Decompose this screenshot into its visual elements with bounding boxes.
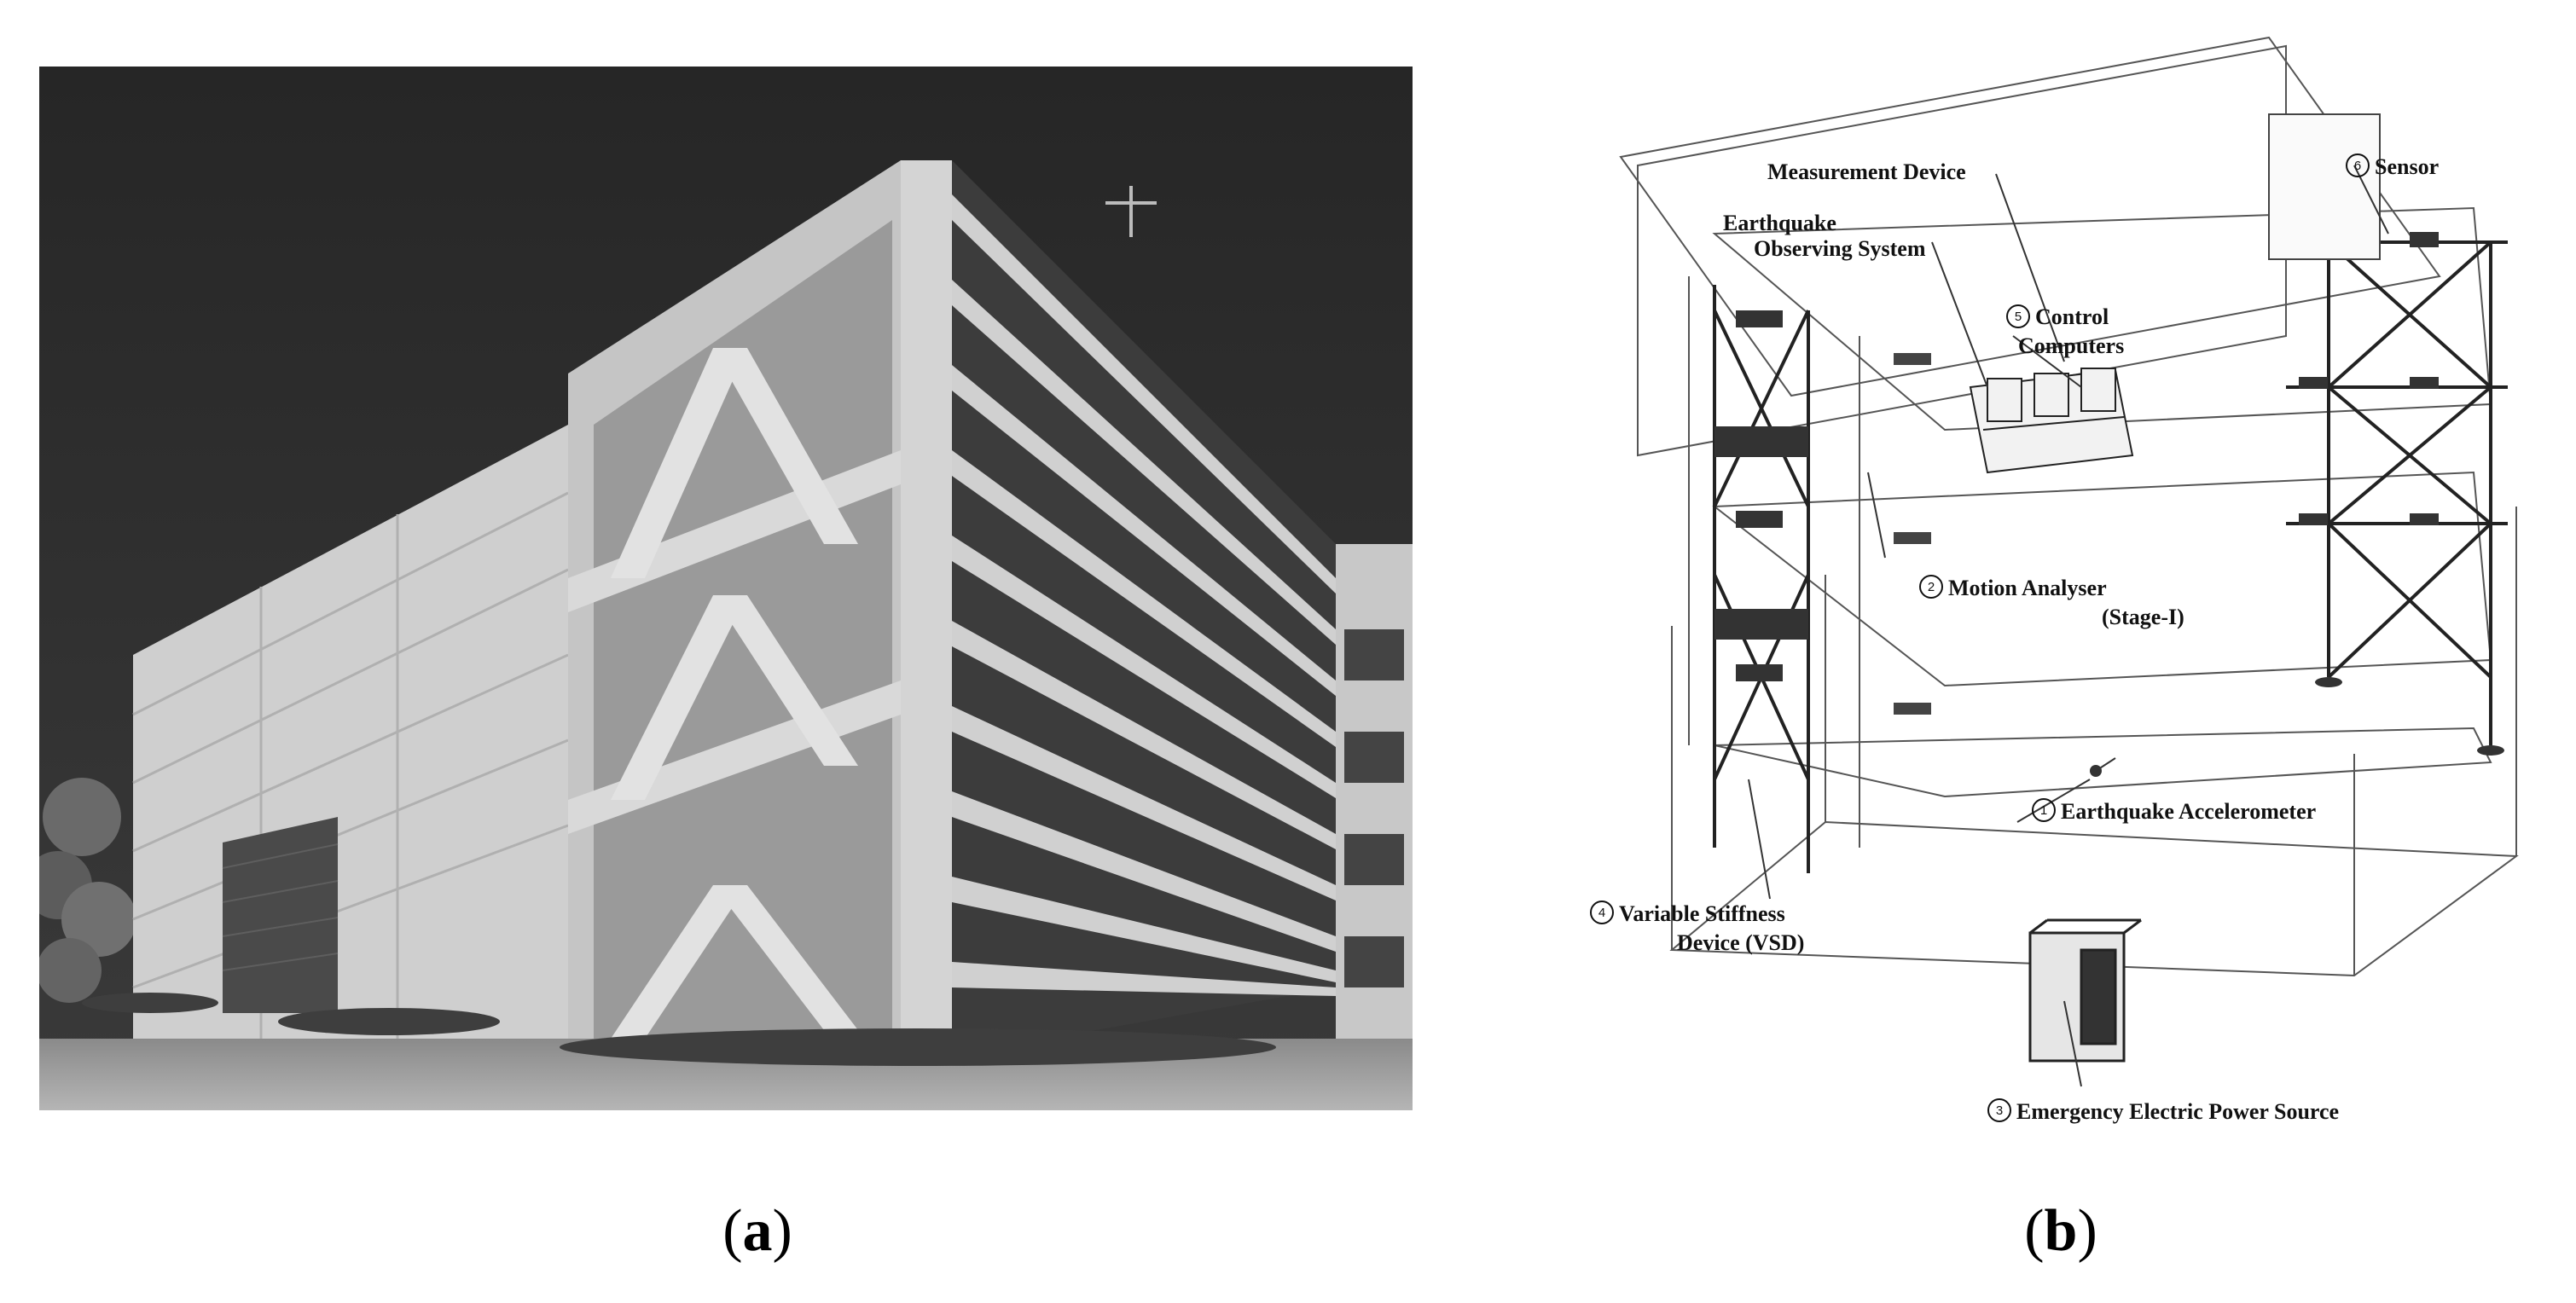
- callout-circle-3: [1987, 1098, 2011, 1122]
- label-earthquake-observing-line2: Observing System: [1754, 236, 1926, 261]
- sensor-boxes: [2299, 232, 2504, 756]
- vsd-units: [1714, 310, 1808, 681]
- callout-number-5: 5: [2015, 310, 2022, 324]
- label-sensor: Sensor: [2375, 154, 2439, 179]
- callout-number-4: 4: [1598, 906, 1605, 920]
- control-computers: [1969, 368, 2134, 474]
- callout-circle-1: [2032, 798, 2056, 822]
- tree: [24, 778, 136, 1003]
- label-control-line2: Computers: [2018, 333, 2124, 358]
- callout-number-1: 1: [2040, 803, 2047, 818]
- floor-sensors: [1894, 353, 1931, 715]
- sensor-frame: [2286, 234, 2508, 745]
- adjacent-building: [1336, 544, 1413, 1073]
- label-control-line1: Control: [2035, 304, 2109, 329]
- building-photo: [24, 67, 1413, 1110]
- caption-a: (a): [722, 1198, 792, 1264]
- monitoring-system-diagram: Measurement Device Earthquake Observing …: [1587, 29, 2533, 1163]
- callout-circle-4: [1590, 901, 1614, 924]
- shrubs: [82, 993, 1276, 1066]
- callout-circle-2: [1919, 575, 1943, 599]
- callout-number-2: 2: [1928, 580, 1935, 594]
- label-emergency-power: Emergency Electric Power Source: [2016, 1099, 2339, 1124]
- power-source-cabinet: [2028, 918, 2142, 1063]
- label-vsd-line1: Variable Stiffness: [1619, 901, 1785, 926]
- braced-frame: [568, 160, 952, 1056]
- label-motion-analyser-line2: (Stage-I): [2102, 605, 2184, 629]
- caption-b: (b): [2024, 1198, 2097, 1264]
- callout-number-6: 6: [2354, 159, 2361, 173]
- rooftop-box: [2268, 113, 2381, 260]
- callout-circle-5: [2006, 304, 2030, 328]
- left-block: [132, 425, 569, 1056]
- label-earthquake-observing-line1: Earthquake: [1723, 211, 1836, 235]
- callout-number-3: 3: [1996, 1103, 2003, 1118]
- louvred-facade: [952, 160, 1336, 1056]
- label-motion-analyser-line1: Motion Analyser: [1948, 576, 2107, 600]
- label-measurement-device: Measurement Device: [1767, 159, 1966, 184]
- callout-circle-6: [2346, 153, 2370, 177]
- label-earthquake-accelerometer: Earthquake Accelerometer: [2061, 799, 2316, 824]
- vsd-frame: [1713, 285, 1810, 873]
- label-vsd-line2: Device (VSD): [1677, 930, 1804, 955]
